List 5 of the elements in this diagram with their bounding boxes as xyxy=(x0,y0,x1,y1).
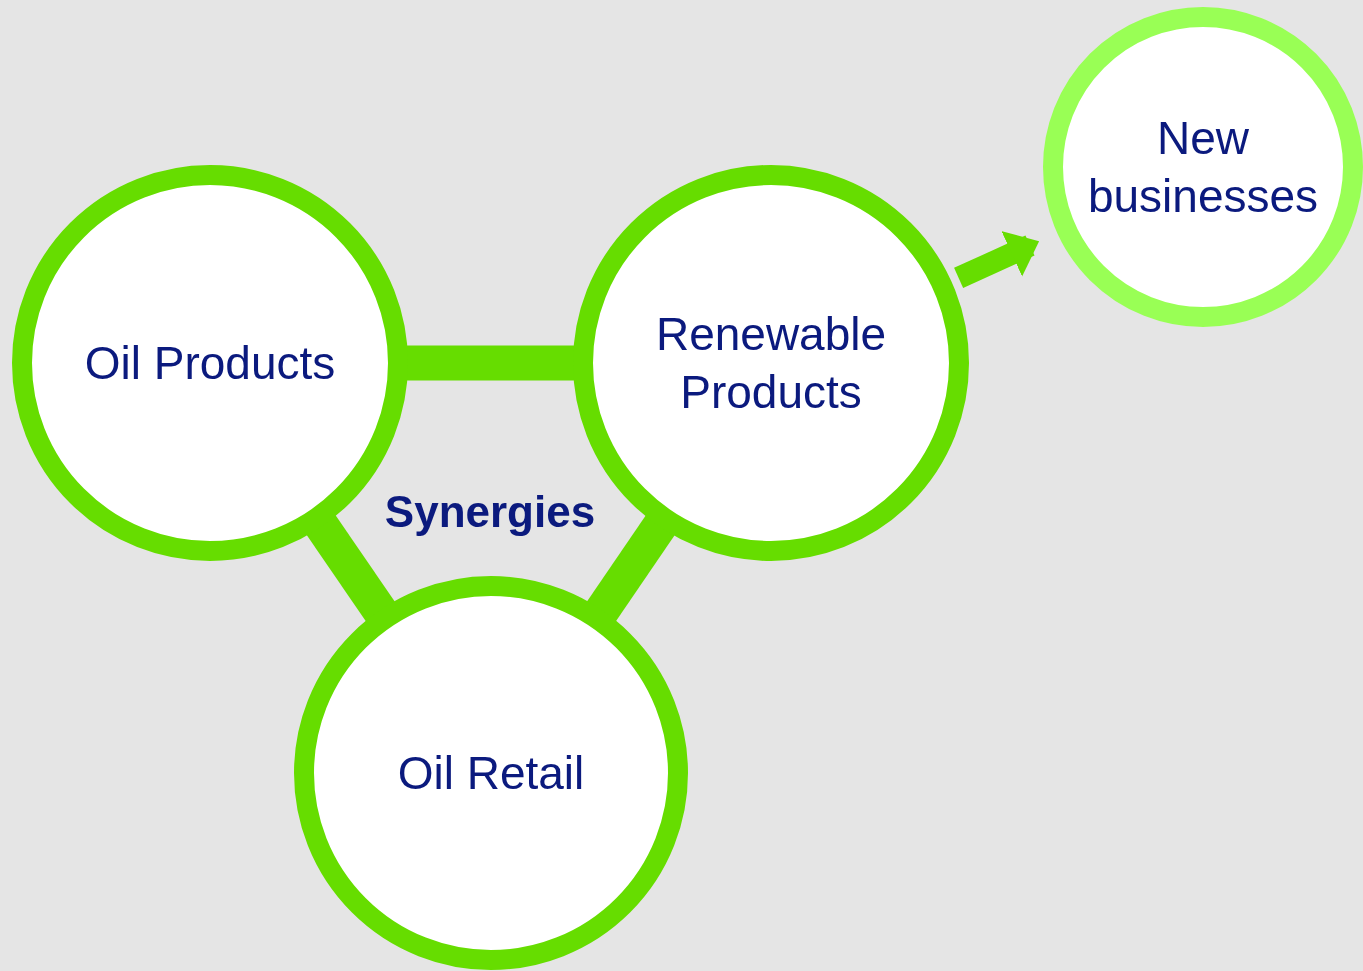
node-label: Oil Products xyxy=(83,336,337,391)
node-label: Oil Retail xyxy=(396,746,586,801)
node-label: Renewable Products xyxy=(654,307,888,420)
node-label: New businesses xyxy=(1086,111,1320,224)
synergies-label: Synergies xyxy=(384,486,596,538)
